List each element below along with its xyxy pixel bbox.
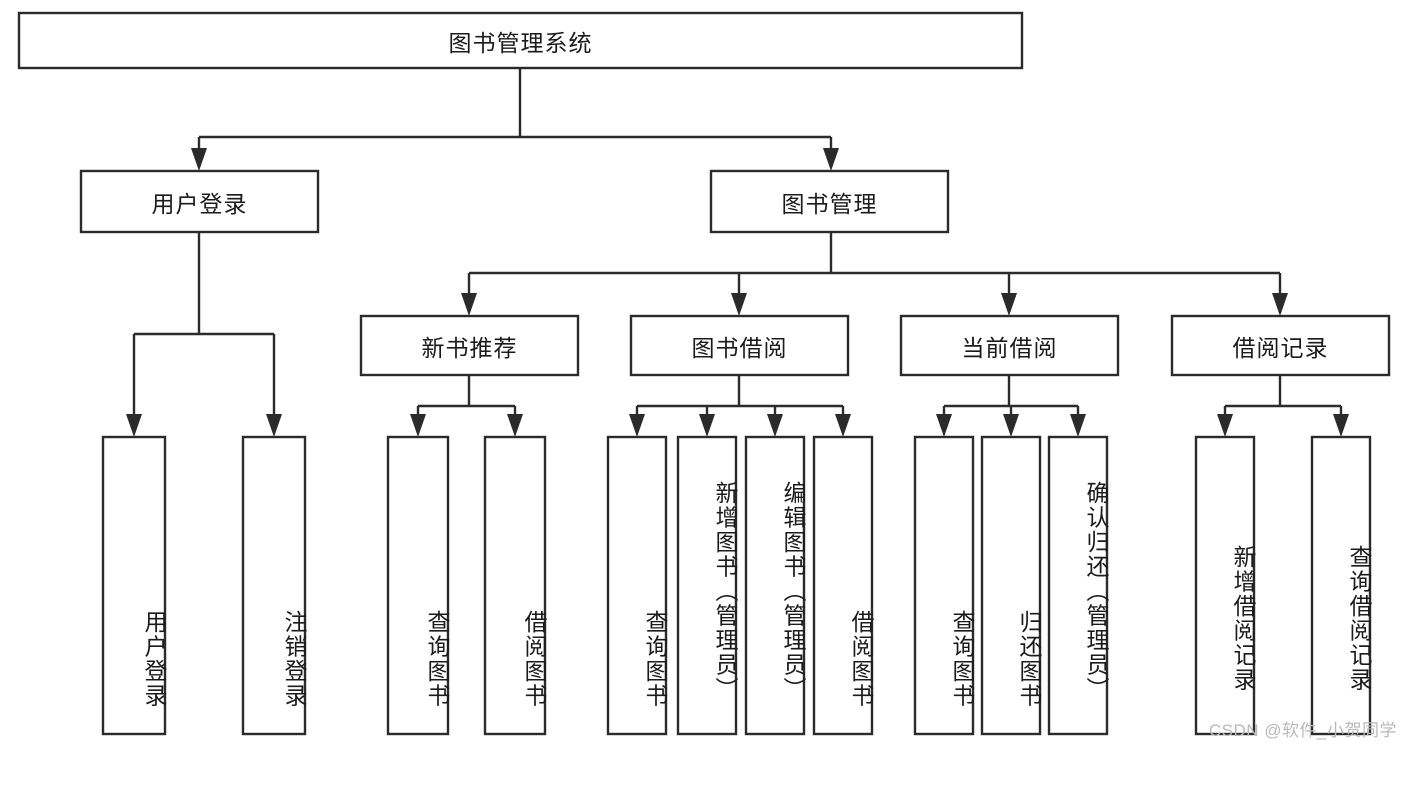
connector-user-login-to-leaves xyxy=(126,232,282,437)
node-box-borrow-record[interactable] xyxy=(1170,314,1391,377)
connector-root-to-level2 xyxy=(191,68,839,171)
node-box-current-confirm-return[interactable] xyxy=(1047,435,1109,736)
node-box-current-return-book[interactable] xyxy=(980,435,1042,736)
arrow-head-borrow-query-book xyxy=(629,414,645,437)
arrow-head-user-logout xyxy=(266,414,282,437)
arrow-head-borrow-borrow-book xyxy=(835,414,851,437)
node-box-recommend-borrow-book[interactable] xyxy=(483,435,547,736)
node-box-borrow-query-book[interactable] xyxy=(606,435,668,736)
node-box-borrow-edit-book[interactable] xyxy=(744,435,806,736)
arrow-head-current-confirm-return xyxy=(1070,414,1086,437)
node-box-user-logout[interactable] xyxy=(241,435,307,736)
node-box-book-manage[interactable] xyxy=(709,169,950,234)
node-box-book-borrow[interactable] xyxy=(629,314,850,377)
book-management-system-diagram: 图书管理系统 用户登录 图书管理 新书推荐 图书借阅 当前借阅 借阅记录 用户登… xyxy=(17,11,1396,740)
arrow-head-book-borrow xyxy=(731,293,747,316)
node-box-user-login[interactable] xyxy=(79,169,320,234)
arrow-head-record-add xyxy=(1217,414,1233,437)
connector-borrow-record-to-leaves xyxy=(1217,375,1349,437)
node-box-root[interactable] xyxy=(17,11,1024,70)
node-box-new-book-recommend[interactable] xyxy=(359,314,580,377)
arrow-head-current-borrow xyxy=(1001,293,1017,316)
arrow-head-current-return-book xyxy=(1003,414,1019,437)
arrow-head-borrow-record xyxy=(1272,293,1288,316)
arrow-head-recommend-query-book xyxy=(410,414,426,437)
node-box-current-query-book[interactable] xyxy=(913,435,975,736)
connector-book-manage-to-level3 xyxy=(461,232,1288,316)
arrow-head-book-manage xyxy=(823,148,839,171)
arrow-head-recommend-borrow-book xyxy=(507,414,523,437)
arrow-head-new-book-recommend xyxy=(461,293,477,316)
diagram-canvas xyxy=(17,11,1391,736)
node-box-borrow-borrow-book[interactable] xyxy=(812,435,874,736)
node-box-user-login-do[interactable] xyxy=(101,435,167,736)
arrow-head-record-query xyxy=(1333,414,1349,437)
node-box-record-add[interactable] xyxy=(1194,435,1256,736)
arrow-head-user-login-do xyxy=(126,414,142,437)
arrow-head-borrow-add-book xyxy=(699,414,715,437)
node-box-current-borrow[interactable] xyxy=(899,314,1120,377)
connector-book-borrow-to-leaves xyxy=(629,375,851,437)
arrow-head-borrow-edit-book xyxy=(767,414,783,437)
arrow-head-current-query-book xyxy=(936,414,952,437)
arrow-head-user-login xyxy=(191,148,207,171)
connector-current-borrow-to-leaves xyxy=(936,375,1086,437)
node-box-borrow-add-book[interactable] xyxy=(676,435,738,736)
node-box-record-query[interactable] xyxy=(1310,435,1372,736)
node-box-recommend-query-book[interactable] xyxy=(386,435,450,736)
connector-new-book-recommend-to-leaves xyxy=(410,375,523,437)
